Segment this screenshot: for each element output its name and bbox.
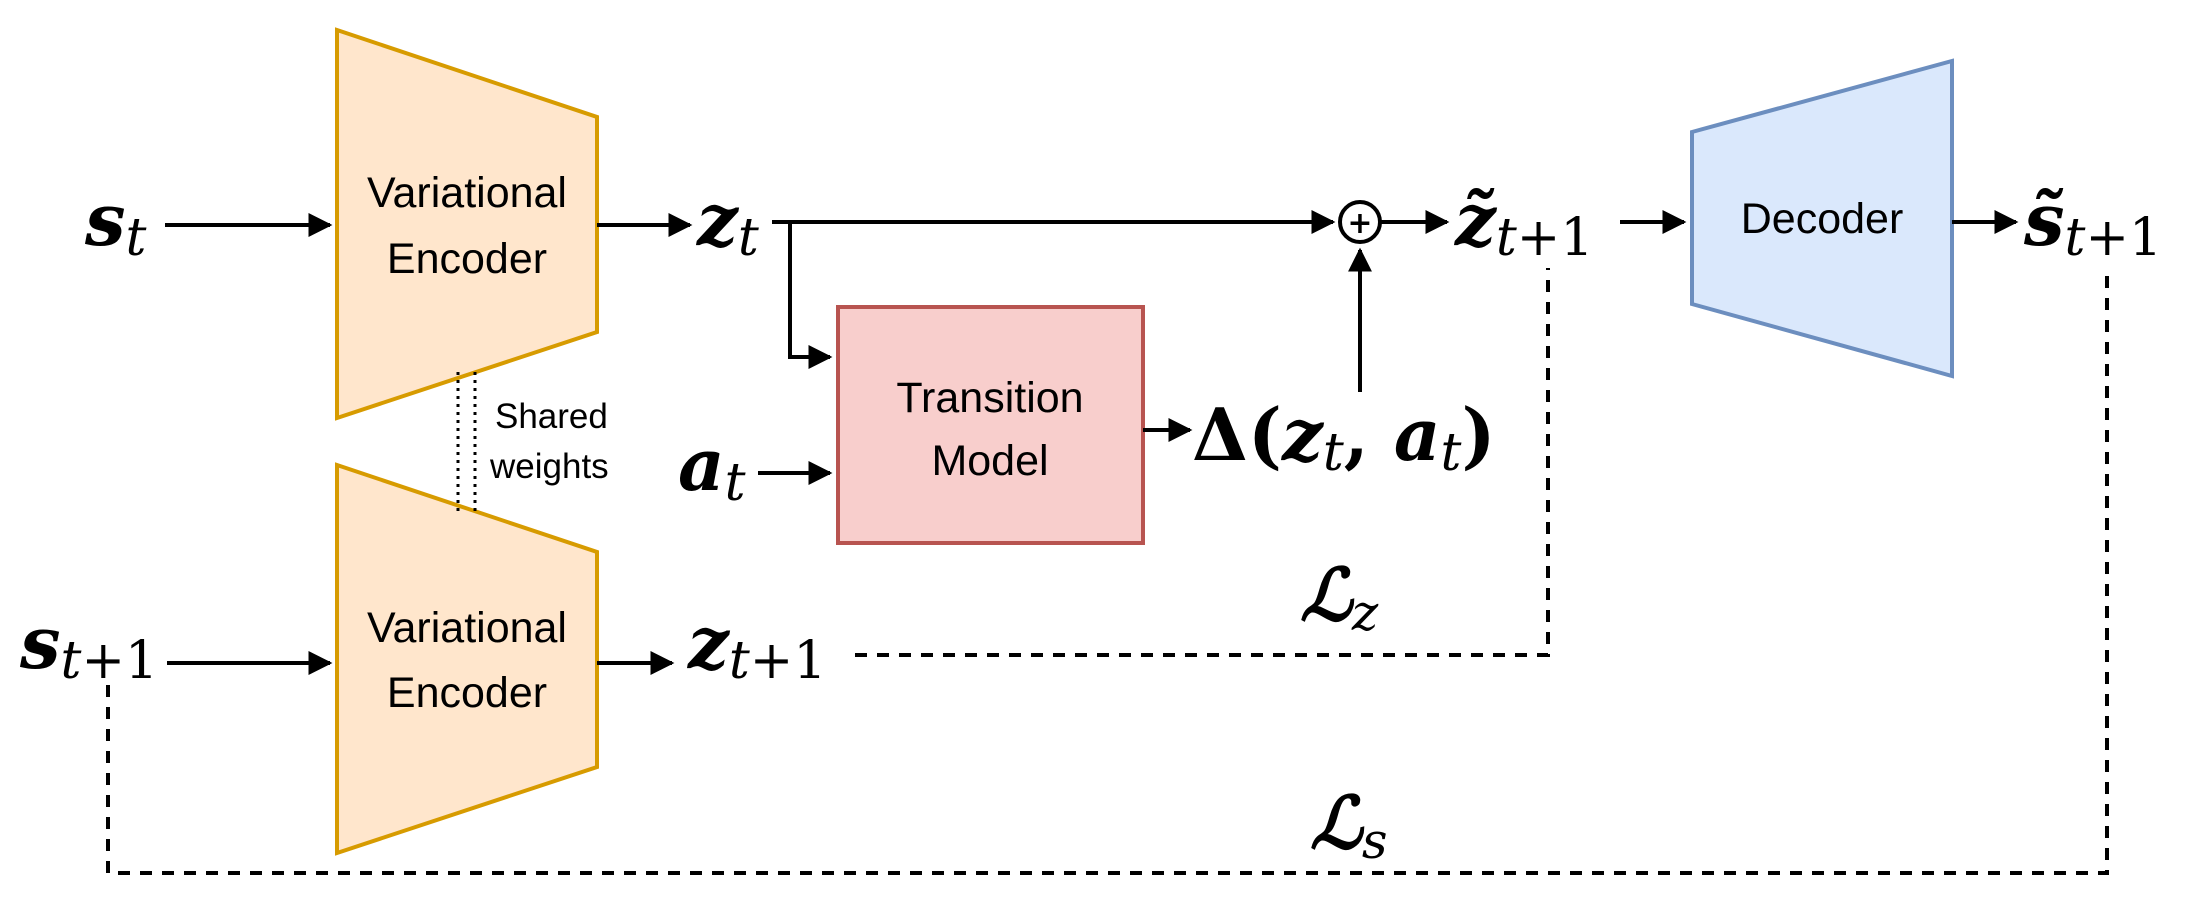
loss-s-label: ℒs — [1310, 780, 1388, 870]
shared-weights-label-1: Shared — [495, 397, 608, 436]
encoder-bottom-block — [335, 462, 599, 856]
z-t-label: zt — [695, 177, 759, 268]
z-t1-label: zt+1 — [686, 600, 826, 691]
sum-icon: + — [1347, 206, 1372, 241]
s-tilde-t1-label: s̃t+1 — [2023, 177, 2162, 268]
encoder-bottom-label-1: Variational — [367, 604, 567, 652]
decoder-label: Decoder — [1741, 195, 1904, 243]
arrow-zt-to-transition — [788, 222, 833, 369]
a-t-label: at — [678, 422, 746, 513]
loss-z-connector — [855, 268, 1550, 657]
transition-label-1: Transition — [896, 374, 1083, 422]
loss-z-label: ℒz — [1300, 552, 1379, 642]
transition-label-2: Model — [931, 437, 1048, 485]
decoder-block — [1690, 58, 1954, 379]
encoder-top-label-1: Variational — [367, 169, 567, 217]
loss-s-connector — [106, 268, 2109, 875]
z-tilde-t1-label: z̃t+1 — [1453, 177, 1593, 268]
encoder-bottom-label-2: Encoder — [387, 669, 547, 717]
delta-label: Δ(zt, at) — [1192, 392, 1496, 483]
encoder-top-block — [335, 27, 599, 421]
shared-weights-label-2: weights — [489, 447, 609, 486]
transition-model-block — [836, 305, 1145, 545]
encoder-top-label-2: Encoder — [387, 235, 547, 283]
s-t1-label: st+1 — [19, 600, 158, 691]
s-t-label: st — [84, 177, 147, 268]
